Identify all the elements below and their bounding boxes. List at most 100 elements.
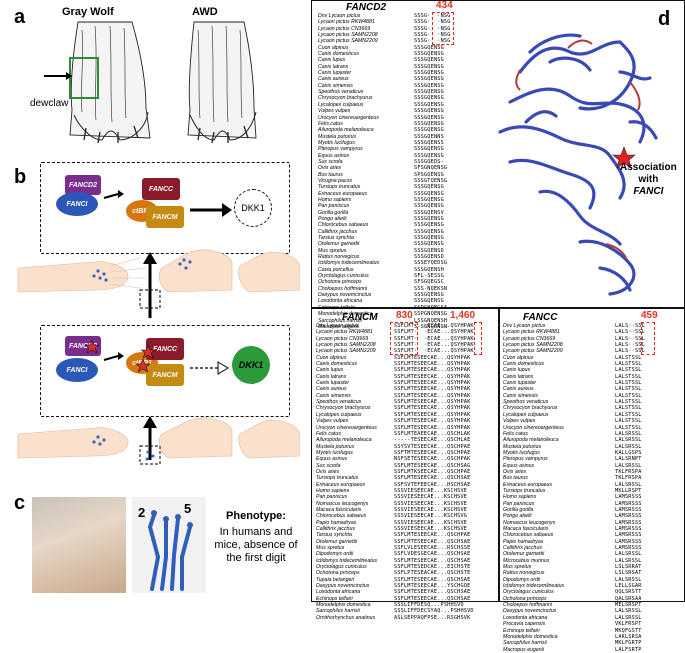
species-name: Pan paniscus bbox=[316, 494, 348, 501]
species-name: Vulpes vulpes bbox=[318, 108, 351, 115]
species-name: Macaca fascicularis bbox=[316, 506, 362, 513]
species-name: Mustela putorius bbox=[318, 133, 357, 140]
sequence: SSS-NQEKSN bbox=[414, 285, 448, 292]
species-name: Equus asinus bbox=[503, 462, 535, 469]
species-name: Lycaon pictus SAMN2209 bbox=[503, 348, 563, 355]
sequence: SSSGQENSG bbox=[414, 222, 444, 229]
phenotype-title: Phenotype: bbox=[226, 510, 286, 522]
sequence: SSFLMTESEECAE...QSCHSAG bbox=[394, 462, 471, 469]
species-name: Ailuropoda melanoleuca bbox=[318, 127, 374, 134]
fancd2-protein-structure bbox=[498, 33, 658, 296]
sequence: SSFLMTESEECAE...QSYHPAK bbox=[394, 367, 471, 374]
sequence: SSFLMTESEECAE...QSCHPAE bbox=[394, 532, 471, 539]
species-name: Tupaia belangeri bbox=[316, 576, 355, 583]
species-name: Canis simensis bbox=[503, 392, 538, 399]
dewclaw-highlight-box bbox=[69, 57, 99, 99]
sequence: SSPGHQEGSA bbox=[414, 304, 448, 311]
species-name: Lycaon pictus SAMN2208 bbox=[503, 342, 563, 349]
skeleton-stain-image: 2 5 bbox=[132, 497, 206, 593]
sequence: SSSGQENSG bbox=[414, 63, 444, 70]
species-name: Macaca fascicularis bbox=[503, 526, 549, 532]
sequence: LALSRSSL bbox=[615, 437, 642, 444]
species-name: Vulpes vulpes bbox=[503, 418, 536, 425]
species-name: Gorilla gorilla bbox=[503, 506, 534, 513]
association-annotation: Association with FANCI bbox=[620, 162, 677, 197]
sequence: S-SGNQENSN bbox=[414, 323, 448, 330]
species-name: Tarsius syrichta bbox=[318, 235, 354, 242]
sequence: SSFLPTESEACAE...QSCHSTE bbox=[394, 570, 471, 577]
species-name: Oryctolagus cuniculus bbox=[503, 589, 554, 596]
sequence: -----TESEECAE...QSCHLAE bbox=[394, 437, 471, 444]
sequence: SSSVIESEECAE...KSCHSVE bbox=[394, 500, 468, 507]
species-name: Pteropus vampyrus bbox=[318, 146, 363, 153]
species-name: Mus spretus bbox=[318, 247, 347, 254]
species-name: Canis aureus bbox=[503, 386, 534, 393]
sequence: SSSGQENSG bbox=[414, 196, 444, 203]
sequence: SSSEYQEDSG bbox=[414, 260, 448, 267]
species-name: Dnv Lycaon pictus bbox=[318, 13, 361, 19]
sequence: SSSGQENSG bbox=[414, 298, 444, 305]
species-name: Speothos venaticus bbox=[316, 399, 362, 406]
species-name: Canis domesticus bbox=[318, 51, 359, 58]
species-name: Cuon alpinus bbox=[316, 354, 347, 361]
species-name: Chrysocyon brachyurus bbox=[316, 405, 371, 412]
sequence: LALSRSSL bbox=[615, 462, 642, 469]
species-name: Callithrix jacchus bbox=[503, 545, 542, 552]
sequence: SSFLMTESEEYAE...QSCHSAE bbox=[394, 589, 471, 596]
species-name: Speothos venaticus bbox=[318, 89, 364, 96]
species-name: Erinaceus europaeus bbox=[318, 190, 368, 197]
sequence: SSFLMT· ·ECAE...QSYHPAK bbox=[394, 323, 474, 329]
sequence: LAMSRSSS bbox=[615, 494, 642, 501]
species-name: Bos taurus bbox=[318, 171, 343, 178]
sequence: SSSG· ·NSG bbox=[414, 19, 451, 26]
sequence: SSSGQENSG bbox=[414, 184, 444, 191]
species-name: Tursiops truncatus bbox=[503, 487, 546, 494]
species-name: Speothos venaticus bbox=[503, 399, 549, 406]
sequence: SSSGQENSG bbox=[414, 76, 444, 83]
species-name: Oryctolagus cuniculus bbox=[316, 564, 367, 571]
sequence: SFSGQEGSC bbox=[414, 279, 444, 286]
species-name: Dnv Lycaon pictus bbox=[316, 323, 359, 329]
panel-letter-b: b bbox=[14, 166, 27, 188]
sequence: QQLSRSTT bbox=[615, 589, 642, 596]
fancm-deletion-box-2 bbox=[474, 322, 482, 355]
sequence: LALS··SSL bbox=[615, 348, 645, 355]
species-name: Chrysocyon brachyurus bbox=[318, 95, 373, 102]
sequence: SSSGQENSG bbox=[414, 152, 444, 159]
species-name: Ictidomys tridecemlineatus bbox=[503, 583, 565, 590]
fancc-deletion-box bbox=[641, 322, 655, 355]
species-name: Myotis lucifugus bbox=[316, 449, 353, 456]
species-name: Choloepus hoffmanni bbox=[318, 285, 368, 292]
